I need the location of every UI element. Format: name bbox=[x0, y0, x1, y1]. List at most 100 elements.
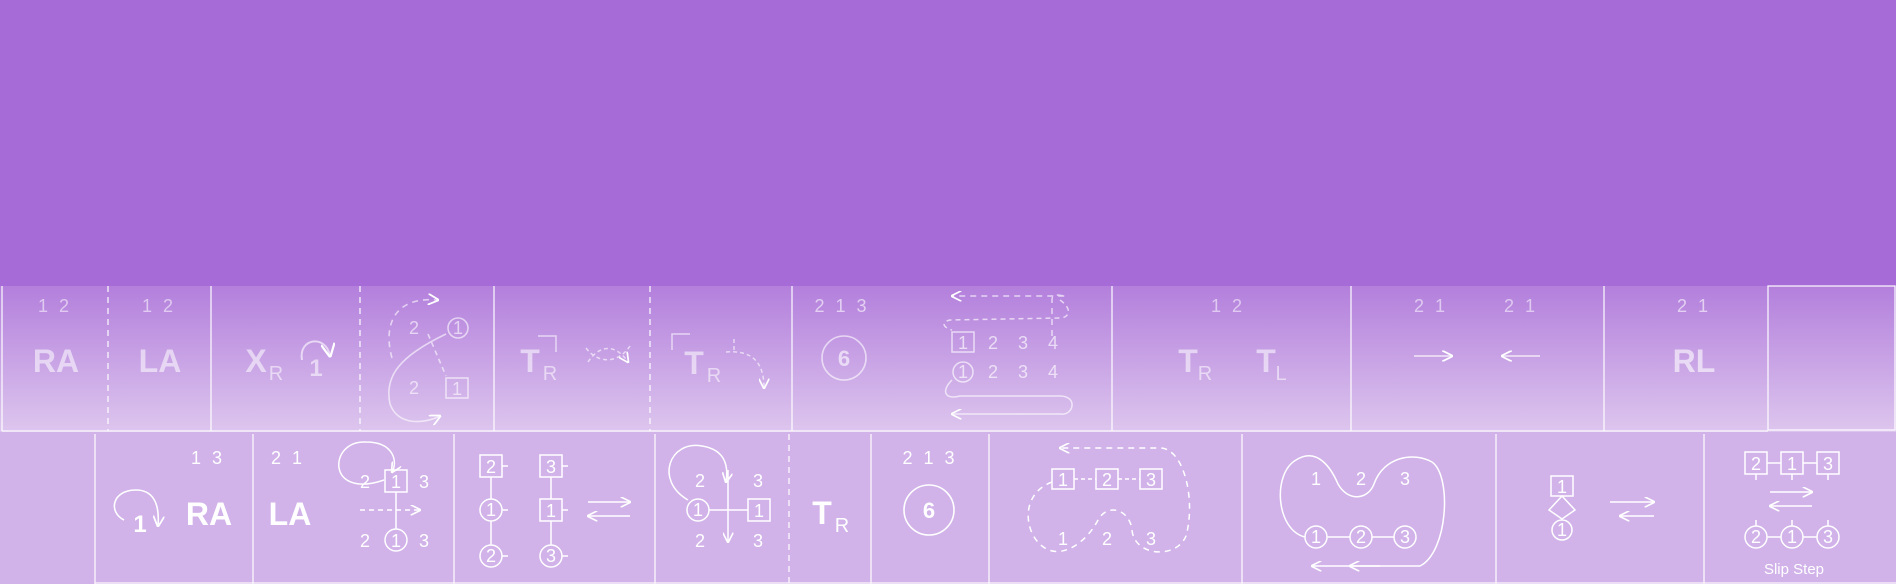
r2-la-bottom-left: 2 bbox=[360, 531, 370, 551]
r2-columns-right-mid: 1 bbox=[546, 501, 556, 521]
r2-six-nums: 2 1 3 bbox=[902, 448, 957, 468]
r2-la-nums: 2 1 bbox=[271, 448, 305, 468]
r2-columns-left-box: 2 bbox=[486, 457, 496, 477]
r2-hex-box: 1 bbox=[1557, 477, 1567, 497]
r2-circles-c1: 1 bbox=[1311, 527, 1321, 547]
r1-six-nums: 2 1 3 bbox=[814, 296, 869, 316]
r1-shuttle-bottom-4: 4 bbox=[1048, 362, 1058, 382]
r1-cross-bottom-num: 2 bbox=[409, 378, 419, 398]
r2-ra-nums: 1 3 bbox=[191, 448, 225, 468]
r1-ra-label: RA bbox=[33, 343, 79, 379]
r2-la-top-left: 2 bbox=[360, 472, 370, 492]
r1-trtl-tl: T bbox=[1256, 343, 1276, 379]
r2-boxes-b3: 3 bbox=[1146, 470, 1156, 490]
r2-tr-label: T bbox=[812, 495, 832, 531]
r2-circles-n1: 1 bbox=[1311, 469, 1321, 489]
r2-la-loop-path bbox=[338, 441, 395, 485]
r1-shuttle-bottom-circle: 1 bbox=[958, 362, 968, 382]
r2-slip-top-1: 2 bbox=[1751, 454, 1761, 474]
r1-shuttle-top-4: 4 bbox=[1048, 333, 1058, 353]
r2-boxes-n2: 2 bbox=[1102, 529, 1112, 549]
r1-shuttle-bottom-3: 3 bbox=[1018, 362, 1028, 382]
r2-slip-top-2: 1 bbox=[1787, 454, 1797, 474]
r1-tr1-arrows-icon bbox=[585, 345, 630, 362]
r2-la-bottom-circle: 1 bbox=[391, 531, 401, 551]
r2-columns-right-bottom: 3 bbox=[546, 546, 556, 566]
r2-columns-left-mid: 1 bbox=[486, 500, 496, 520]
r1-shuttle-dashed-path bbox=[952, 295, 1067, 336]
row2-band bbox=[0, 432, 1896, 584]
r1-six-circle: 6 bbox=[838, 346, 850, 371]
r1-shuttle-top-box: 1 bbox=[958, 333, 968, 353]
r1-shuttle-top-3: 3 bbox=[1018, 333, 1028, 353]
r2-ra-one: 1 bbox=[133, 511, 146, 538]
r1-ra-nums: 1 2 bbox=[38, 296, 72, 316]
r1-shuttle-bottom-2: 2 bbox=[988, 362, 998, 382]
r2-la-top-box: 1 bbox=[391, 472, 401, 492]
r2-columns-right-box: 3 bbox=[546, 457, 556, 477]
r1-tr1-sub: R bbox=[543, 363, 557, 385]
r2-ra-label: RA bbox=[186, 496, 232, 532]
r1-cross-dashed-path bbox=[388, 300, 438, 359]
r2-six-ring bbox=[903, 484, 955, 536]
r2-circles-n2: 2 bbox=[1356, 469, 1366, 489]
r2-tr-sub: R bbox=[835, 515, 849, 537]
r2-loop-bottom-left: 2 bbox=[695, 531, 705, 551]
r2-loop-top-right: 3 bbox=[753, 471, 763, 491]
r1-cross-top-num: 2 bbox=[409, 318, 419, 338]
r2-circles-n3: 3 bbox=[1400, 469, 1410, 489]
r1-shuttle-top-2: 2 bbox=[988, 333, 998, 353]
r1-trtl-nums: 1 2 bbox=[1211, 296, 1245, 316]
r2-boxes-n3: 3 bbox=[1146, 529, 1156, 549]
r2-loop-path bbox=[668, 444, 727, 501]
r1-trtl-tr: T bbox=[1178, 343, 1198, 379]
r2-hex-shape bbox=[1547, 494, 1577, 520]
r2-loop-bottom-right: 3 bbox=[753, 531, 763, 551]
r1-trtl-tl-sub: L bbox=[1275, 363, 1286, 385]
r2-circles-c3: 3 bbox=[1400, 527, 1410, 547]
r2-loop-top-left: 2 bbox=[695, 471, 705, 491]
r2-boxes-n1: 1 bbox=[1058, 529, 1068, 549]
r1-tr2-arrows-icon bbox=[725, 336, 764, 388]
row1-band bbox=[0, 286, 1896, 432]
r2-rotate-arrow-icon bbox=[113, 489, 158, 526]
r1-cross-bottom-box: 1 bbox=[452, 379, 462, 399]
r1-cross-solid-path bbox=[388, 333, 447, 422]
r1-xr-label: X bbox=[245, 343, 267, 379]
r2-circles-c2: 2 bbox=[1356, 527, 1366, 547]
r2-loop-box: 1 bbox=[754, 501, 764, 521]
r2-slip-caption: Slip Step bbox=[1764, 561, 1824, 578]
r2-la-top-right: 3 bbox=[419, 472, 429, 492]
r2-slip-bottom-3: 3 bbox=[1823, 527, 1833, 547]
r1-xr-one: 1 bbox=[309, 355, 322, 382]
r1-tr2-label: T bbox=[684, 345, 704, 381]
r1-la-label: LA bbox=[139, 343, 182, 379]
r2-slip-bottom-2: 1 bbox=[1787, 527, 1797, 547]
r2-slip-bottom-1: 2 bbox=[1751, 527, 1761, 547]
r2-circles-path bbox=[1279, 455, 1446, 566]
r2-loop-circle: 1 bbox=[693, 500, 703, 520]
r1-tr2-sub: R bbox=[707, 365, 721, 387]
r2-la-label: LA bbox=[269, 496, 312, 532]
r1-la-nums: 1 2 bbox=[142, 296, 176, 316]
r2-hex-circle: 1 bbox=[1557, 520, 1567, 540]
r1-arrows-nums-left: 2 1 bbox=[1414, 296, 1448, 316]
r1-six-ring bbox=[821, 335, 867, 381]
r2-columns-left-bottom: 2 bbox=[486, 546, 496, 566]
r1-rotate-arrow-icon bbox=[300, 340, 330, 361]
top-background bbox=[0, 0, 1896, 286]
r1-xr-sub: R bbox=[269, 363, 283, 385]
r1-cross-top-circle: 1 bbox=[453, 318, 463, 338]
r1-arrows-nums-right: 2 1 bbox=[1504, 296, 1538, 316]
r2-la-bottom-right: 3 bbox=[419, 531, 429, 551]
r1-trtl-tr-sub: R bbox=[1198, 363, 1212, 385]
r2-boxes-b2: 2 bbox=[1102, 470, 1112, 490]
r2-slip-top-3: 3 bbox=[1823, 454, 1833, 474]
r1-rl-nums: 2 1 bbox=[1677, 296, 1711, 316]
r1-tr1-label: T bbox=[520, 343, 540, 379]
r2-boxes-dashed-path bbox=[1027, 448, 1191, 553]
r2-boxes-b1: 1 bbox=[1058, 470, 1068, 490]
r2-six-circle: 6 bbox=[923, 498, 935, 523]
r1-shuttle-solid-path bbox=[944, 379, 1073, 414]
